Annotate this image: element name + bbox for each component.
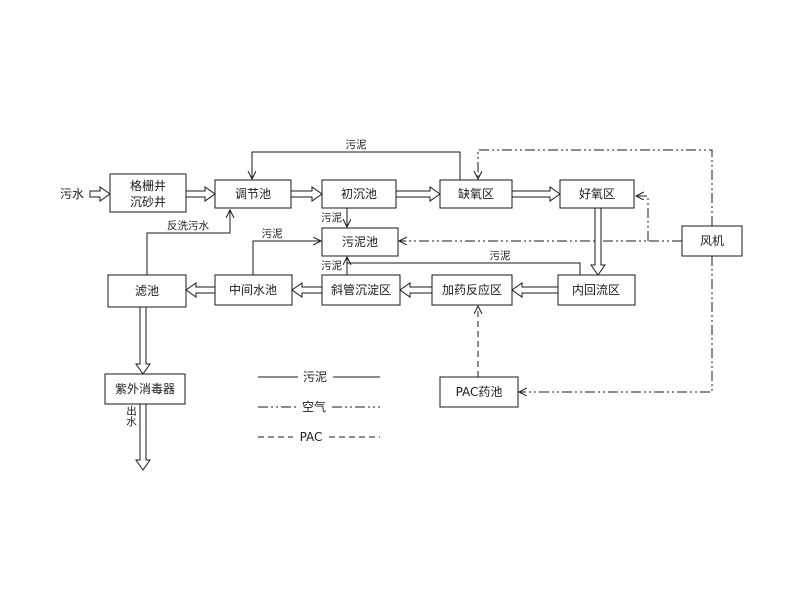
- anoxic-zone-rect: [439, 179, 513, 209]
- box-primary-settling-tank: 初沉池: [321, 179, 397, 209]
- arrow-dosing-to-inclined: [399, 282, 433, 298]
- grit-well-rect: [109, 173, 187, 213]
- sludge-tank-label: 污泥池: [342, 235, 378, 249]
- influent-label: 污水: [60, 187, 84, 201]
- primary-settling-label: 初沉池: [341, 187, 377, 201]
- box-intermediate-tank: 中间水池: [214, 274, 293, 306]
- box-grit-well: 格栅井 沉砂井: [109, 173, 187, 213]
- pac-tank-label: PAC药池: [456, 385, 503, 399]
- sludge-tank-rect: [321, 227, 399, 257]
- inclined-tube-rect: [321, 274, 401, 306]
- backwash-label: 反洗污水: [167, 220, 209, 232]
- arrow-aerobic-to-reflux: [590, 207, 606, 276]
- legend-sludge: 污泥: [258, 370, 380, 384]
- grit-well-label-line2: 沉砂井: [130, 195, 166, 209]
- sludge-intermediate-label: 污泥: [262, 227, 283, 240]
- air-lines: [399, 149, 713, 392]
- arrow-anoxic-to-aerobic: [511, 186, 561, 202]
- sludge-primary-label: 污泥: [321, 211, 342, 224]
- sludge-return-top-label: 污泥: [346, 138, 367, 151]
- grit-well-label-line1: 格栅井: [130, 178, 166, 193]
- dosing-reaction-rect: [431, 274, 513, 306]
- sludge-intermediate-to-sludge-tank-line: [252, 241, 321, 275]
- sludge-lines: [146, 151, 581, 275]
- box-uv-disinfector: 紫外消毒器: [104, 373, 186, 405]
- backwash-filter-to-regulating-line: [146, 210, 230, 275]
- air-fan-to-anoxic-line: [478, 149, 713, 226]
- filter-tank-label: 滤池: [135, 284, 159, 298]
- process-boxes: 格栅井 沉砂井 调节池 初沉池 缺氧区 好氧区 风机 污泥池 滤池: [104, 173, 743, 408]
- arrow-primary-to-anoxic: [395, 186, 441, 202]
- legend-air-label: 空气: [302, 399, 326, 414]
- aerobic-zone-label: 好氧区: [579, 187, 615, 201]
- dosing-reaction-label: 加药反应区: [442, 282, 502, 297]
- air-branch-to-aerobic-line: [636, 196, 649, 241]
- sludge-inclined-label: 污泥: [321, 259, 342, 272]
- effluent-label: 出水: [125, 405, 137, 427]
- regulating-tank-rect: [214, 179, 292, 209]
- box-filter-tank: 滤池: [107, 274, 187, 308]
- legend-pac: PAC: [258, 430, 380, 444]
- box-internal-reflux-zone: 内回流区: [557, 274, 636, 306]
- arrow-filter-to-uv: [135, 306, 151, 375]
- flow-labels: 污水 出水 污泥 污泥 污泥 污泥 污泥 反洗污水: [60, 138, 511, 427]
- main-flow-arrows: [89, 186, 606, 471]
- arrow-influent-to-grit-well: [89, 186, 111, 202]
- sludge-reflux-label: 污泥: [490, 249, 511, 262]
- legend-air: 空气: [258, 399, 380, 414]
- fan-rect: [681, 225, 743, 257]
- legend: 污泥 空气 PAC: [258, 370, 380, 444]
- arrow-regulating-to-primary: [290, 186, 323, 202]
- internal-reflux-label: 内回流区: [572, 283, 620, 297]
- box-sludge-tank: 污泥池: [321, 227, 399, 257]
- box-fan: 风机: [681, 225, 743, 257]
- regulating-tank-label: 调节池: [235, 187, 271, 201]
- internal-reflux-rect: [557, 274, 636, 306]
- filter-tank-rect: [107, 274, 187, 308]
- arrow-uv-to-effluent: [135, 403, 151, 471]
- arrow-grit-to-regulating: [185, 186, 216, 202]
- box-inclined-tube-zone: 斜管沉淀区: [321, 274, 401, 306]
- intermediate-tank-rect: [214, 274, 293, 306]
- box-aerobic-zone: 好氧区: [559, 179, 635, 209]
- anoxic-zone-label: 缺氧区: [458, 186, 494, 201]
- arrow-reflux-to-dosing: [511, 282, 559, 298]
- box-regulating-tank: 调节池: [214, 179, 292, 209]
- box-dosing-reaction-zone: 加药反应区: [431, 274, 513, 306]
- arrow-intermediate-to-filter: [185, 282, 216, 298]
- primary-settling-rect: [321, 179, 397, 209]
- uv-disinfector-label: 紫外消毒器: [115, 382, 175, 396]
- box-anoxic-zone: 缺氧区: [439, 179, 513, 209]
- fan-label: 风机: [700, 234, 724, 248]
- sludge-return-anoxic-to-regulating-line: [252, 151, 461, 180]
- sludge-reflux-to-sludge-tank-line: [347, 262, 581, 275]
- uv-disinfector-rect: [104, 373, 186, 405]
- arrow-inclined-to-intermediate: [291, 282, 323, 298]
- pac-tank-rect: [439, 376, 519, 408]
- box-pac-tank: PAC药池: [439, 376, 519, 408]
- intermediate-tank-label: 中间水池: [229, 282, 277, 297]
- legend-pac-label: PAC: [300, 430, 323, 444]
- legend-sludge-label: 污泥: [303, 370, 327, 384]
- aerobic-zone-rect: [559, 179, 635, 209]
- inclined-tube-label: 斜管沉淀区: [331, 282, 391, 297]
